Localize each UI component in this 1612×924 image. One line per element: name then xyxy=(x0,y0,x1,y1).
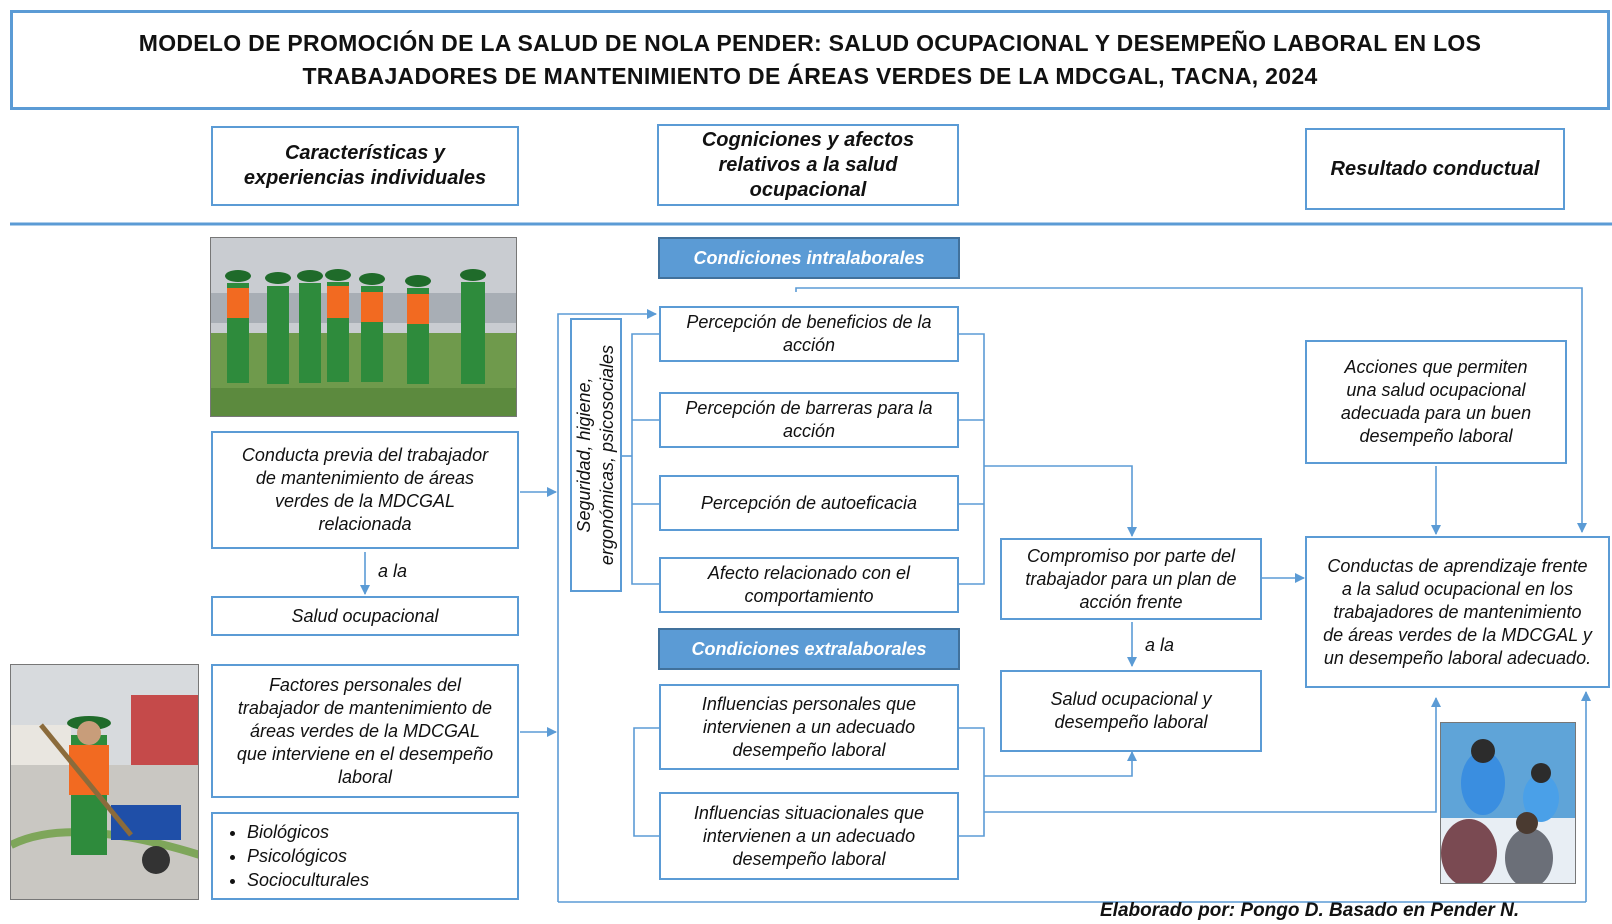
factor-item-biological: Biológicos xyxy=(247,820,369,844)
intralaboral-conditions-header: Condiciones intralaborales xyxy=(658,237,960,279)
worker-wheelbarrow-photo xyxy=(10,664,199,900)
work-conditions-vertical-box: Seguridad, higiene, ergonómicas, psicoso… xyxy=(570,318,622,592)
author-credit: Elaborado por: Pongo D. Basado en Pender… xyxy=(1100,900,1520,921)
workers-group-photo xyxy=(210,237,517,417)
factor-item-sociocultural: Socioculturales xyxy=(247,868,369,892)
perceived-self-efficacy-box: Percepción de autoeficacia xyxy=(659,475,959,531)
a-la-label-commitment: a la xyxy=(1145,635,1175,655)
title-line-1: MODELO DE PROMOCIÓN DE LA SALUD DE NOLA … xyxy=(138,30,1482,56)
vertical-label-line-2: ergonómicas, psicosociales xyxy=(597,344,617,566)
vertical-label-line-1: Seguridad, higiene, xyxy=(574,377,594,533)
extralaboral-conditions-header: Condiciones extralaborales xyxy=(658,628,960,670)
factor-item-psychological: Psicológicos xyxy=(247,844,369,868)
health-check-photo xyxy=(1440,722,1576,884)
title-line-2: TRABAJADORES DE MANTENIMIENTO DE ÁREAS V… xyxy=(302,63,1318,89)
a-la-label-left: a la xyxy=(378,561,408,581)
header-behavioral-outcome: Resultado conductual xyxy=(1305,128,1565,210)
factor-types-box: Biológicos Psicológicos Socioculturales xyxy=(211,812,519,900)
diagram-title: MODELO DE PROMOCIÓN DE LA SALUD DE NOLA … xyxy=(10,10,1610,110)
occupational-health-box: Salud ocupacional xyxy=(211,596,519,636)
factor-types-list: Biológicos Psicológicos Socioculturales xyxy=(213,820,369,892)
